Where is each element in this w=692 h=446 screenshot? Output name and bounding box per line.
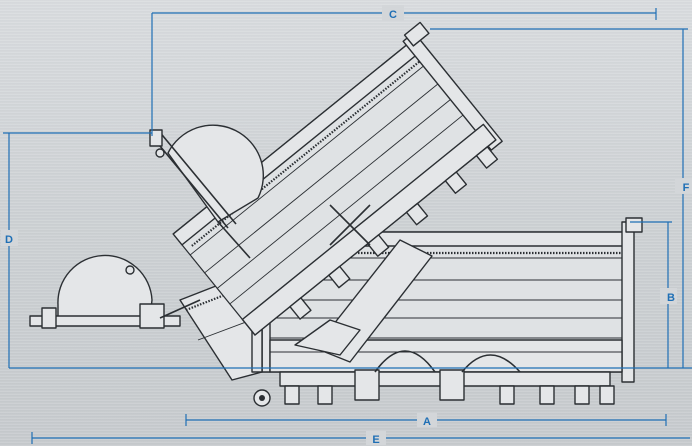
dimension-b: B	[630, 222, 677, 368]
dimension-label-e: E	[372, 434, 379, 446]
dimension-label-b: B	[667, 292, 675, 304]
base-rear-cap	[626, 218, 642, 232]
dimension-a: A	[186, 413, 666, 428]
base-rear-post	[622, 222, 634, 382]
dimension-label-c: C	[389, 9, 397, 21]
plow-lower	[30, 255, 200, 328]
plow-lower-bracket	[140, 304, 164, 328]
dimension-e: E	[32, 431, 690, 446]
dimension-label-a: A	[423, 416, 431, 428]
dimension-label-f: F	[683, 182, 690, 194]
dimension-label-d: D	[5, 234, 13, 246]
dimension-d: D	[1, 133, 152, 368]
plow-lower-moldboard	[58, 255, 152, 318]
